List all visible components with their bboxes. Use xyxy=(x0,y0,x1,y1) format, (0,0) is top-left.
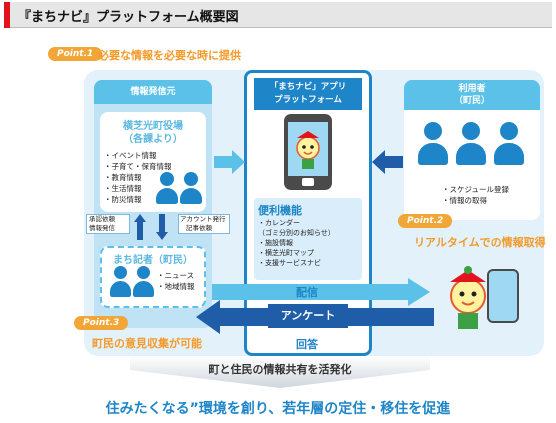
account-label: アカウント発行 xyxy=(180,215,226,223)
list-item: ・施設情報 xyxy=(258,239,293,247)
point2-badge: Point.2 xyxy=(398,214,453,228)
residents-people-icon xyxy=(418,122,528,168)
list-item: ・地域情報 xyxy=(157,282,195,291)
list-item: （ゴミ分別のお知らせ） xyxy=(258,229,335,237)
share-message: 町と住民の情報共有を活発化 xyxy=(208,363,352,376)
platform-header-line2: プラットフォーム xyxy=(274,95,342,105)
point3-text: 町民の意見収集が可能 xyxy=(92,337,202,350)
town-office-sub: （各課より） xyxy=(123,134,183,145)
sender-to-platform-arrow xyxy=(214,150,245,174)
list-item: ・ニュース xyxy=(157,271,195,280)
sender-header: 情報発信元 xyxy=(94,80,212,104)
town-office-name: 横芝光町役場 xyxy=(123,121,183,132)
point1-badge: Point.1 xyxy=(48,47,103,61)
distribute-label: 配信 xyxy=(296,286,318,299)
point3-badge: Point.3 xyxy=(74,316,129,330)
list-item: ・横芝光町マップ xyxy=(258,249,314,257)
approval-box xyxy=(86,214,130,234)
account-box xyxy=(178,214,230,234)
user-header-line2: （町民） xyxy=(453,96,490,106)
list-item: ・イベント情報 xyxy=(104,151,157,160)
list-item: ・教育情報 xyxy=(104,173,142,182)
platform-header: 「まちナビ」アプリ プラットフォーム xyxy=(254,78,362,110)
list-item: ・情報の取得 xyxy=(442,196,487,205)
list-item: ・子育て・保育情報 xyxy=(104,162,172,171)
phone-home-button xyxy=(302,178,314,186)
mascot-with-phone-icon xyxy=(450,266,519,329)
platform-header-line1: 「まちナビ」アプリ xyxy=(269,82,347,92)
user-actions-list: ・スケジュール登録 ・情報の取得 xyxy=(442,184,509,206)
up-down-arrows xyxy=(134,214,168,240)
phone-icon xyxy=(284,114,332,190)
sender-info-list: ・イベント情報 ・子育て・保育情報 ・教育情報 ・生活情報 ・防災情報 xyxy=(104,150,172,205)
title-accent-bar xyxy=(4,2,10,28)
list-item: ・生活情報 xyxy=(104,184,142,193)
features-list: ・カレンダー （ゴミ分別のお知らせ） ・施設情報 ・横芝光町マップ ・支援サービ… xyxy=(258,218,335,268)
article-request-label: 記事依頼 xyxy=(186,224,212,232)
staff-people-icon xyxy=(156,170,204,206)
page-title: 『まちナビ』プラットフォーム概要図 xyxy=(18,10,239,25)
reporter-people-icon xyxy=(110,266,156,302)
publish-label: 情報発信 xyxy=(89,224,115,232)
distribute-arrow xyxy=(212,278,430,306)
answer-label: 回答 xyxy=(296,338,318,351)
title-bar: 『まちナビ』プラットフォーム概要図 xyxy=(4,2,552,28)
reporter-title: まち記者（町民） xyxy=(113,255,193,266)
reporter-info-list: ・ニュース ・地域情報 xyxy=(157,270,195,292)
user-header-line1: 利用者 xyxy=(458,84,486,94)
share-banner-arrow xyxy=(130,356,430,388)
features-box xyxy=(254,198,362,280)
list-item: ・防災情報 xyxy=(104,195,142,204)
list-item: ・カレンダー xyxy=(258,219,300,227)
user-to-platform-arrow xyxy=(372,150,403,174)
user-header: 利用者 （町民） xyxy=(404,80,540,110)
point2-text: リアルタイムでの情報取得 xyxy=(414,236,546,249)
survey-label: アンケート xyxy=(268,304,348,328)
list-item: ・支援サービスナビ xyxy=(258,259,321,267)
features-title: 便利機能 xyxy=(258,204,302,217)
approval-label: 承認依頼 xyxy=(89,215,115,223)
list-item: ・スケジュール登録 xyxy=(442,185,509,194)
mascot-icon xyxy=(296,131,320,169)
goal-message: 住みたくなる”環境を創り、若年層の定住・移住を促進 xyxy=(105,401,451,417)
point1-text: 必要な情報を必要な時に提供 xyxy=(98,49,241,62)
